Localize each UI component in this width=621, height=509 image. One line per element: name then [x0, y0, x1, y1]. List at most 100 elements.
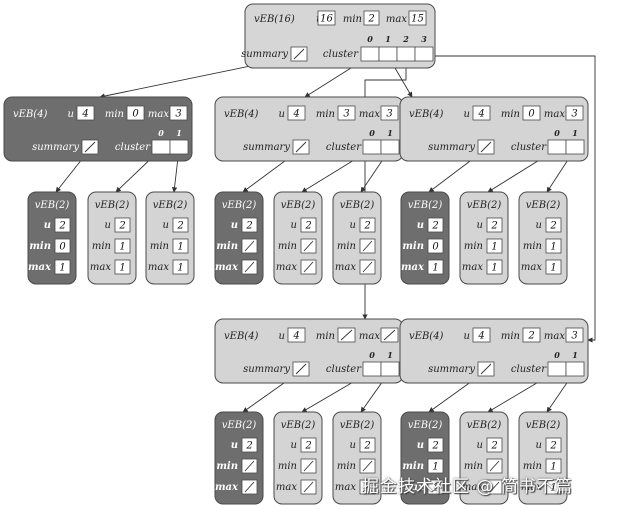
veb4-node-2-max-box — [565, 105, 584, 121]
veb2-node-14-u-value: 2 — [549, 441, 556, 452]
veb2-node-7-title: vEB(2) — [467, 200, 502, 211]
veb2-node-11-min-label: min — [337, 461, 356, 472]
veb4-node-0-cluster-index-1: 1 — [176, 128, 182, 138]
veb4-node-2-cluster-cell-0 — [547, 139, 567, 155]
veb2-node-7-u-label: u — [477, 220, 483, 231]
veb4-node-3-title: vEB(4) — [224, 331, 259, 342]
veb2-node-0-max-value: 1 — [59, 263, 65, 274]
veb2-node-14-max-box — [545, 479, 562, 495]
veb2-node-12-min-label: min — [402, 461, 424, 472]
veb4-node-0-u-label: u — [68, 109, 74, 120]
veb2-node-3-max-nil-slash — [244, 261, 255, 273]
veb4-node-0-summary-label: summary — [32, 142, 79, 153]
veb2-node-1-max-value: 1 — [119, 263, 125, 274]
veb2-node-1-min-box — [114, 238, 131, 254]
veb2-node-9-max-nil-slash — [244, 481, 255, 493]
veb4-node-0-cluster-cell-1 — [169, 139, 189, 155]
veb2-node-1-u-value: 2 — [118, 221, 125, 232]
veb16-root-title: vEB(16) — [254, 14, 295, 25]
veb4-node-4-cluster-label: cluster — [511, 364, 547, 375]
veb4-node-1-min-value: 3 — [343, 109, 349, 120]
veb16-root-summary-nil-slash — [293, 48, 305, 60]
veb4-node-2-max-value: 3 — [571, 109, 577, 120]
veb2-node-13-max-nil-slash — [489, 481, 500, 493]
veb2-node-6-u-label: u — [417, 220, 424, 231]
veb4-node-1-cluster-cell-1 — [380, 139, 400, 155]
veb2-node-1-u-label: u — [105, 220, 111, 231]
veb2-node-10-u-box — [300, 437, 317, 453]
veb2-node-8-min-box — [545, 238, 562, 254]
veb2-node-14-max-label: max — [521, 482, 542, 493]
veb2-node-2-min-box — [172, 238, 189, 254]
veb2-node-3-min-nil-slash — [244, 240, 255, 252]
veb4-node-4-summary-nil-slash — [480, 363, 492, 375]
veb2-node-3-u-value: 2 — [245, 221, 252, 232]
veb2-node-9-min-nil-slash — [244, 460, 255, 472]
veb2-node-6-max-box — [427, 259, 444, 275]
veb2-node-11-u-label: u — [350, 440, 356, 451]
veb2-node-2-title: vEB(2) — [153, 200, 188, 211]
veb4-node-2-min-box — [522, 105, 541, 121]
veb4-node-4-frame — [399, 318, 589, 384]
veb2-node-13-u-value: 2 — [490, 441, 497, 452]
veb2-node-3-u-box — [241, 217, 258, 233]
veb16-root-summary-label: summary — [241, 49, 288, 60]
veb2-node-2-max-label: max — [148, 262, 169, 273]
veb4-node-4-summary-label: summary — [428, 364, 475, 375]
veb4-node-3-max-nil-slash — [383, 329, 396, 341]
veb2-node-8-max-value: 1 — [550, 263, 556, 274]
veb2-node-6-u-box — [427, 217, 444, 233]
veb2-node-14-u-box — [545, 437, 562, 453]
veb2-node-0-max-label: max — [28, 262, 52, 273]
veb4-node-1-max-value: 3 — [386, 109, 392, 120]
veb2-node-2-max-value: 1 — [177, 263, 183, 274]
veb4-node-2-cluster-index-1: 1 — [572, 128, 578, 138]
veb2-node-14-min-box — [545, 458, 562, 474]
veb2-node-2-max-box — [172, 259, 189, 275]
veb4-node-2-min-label: min — [501, 109, 520, 120]
veb4-node-3-u-label: u — [279, 331, 285, 342]
veb4-node-0-cluster-label: cluster — [115, 142, 151, 153]
veb16-root-cluster-cell-1 — [378, 46, 398, 62]
veb2-node-10-u-value: 2 — [304, 441, 311, 452]
veb2-node-10-max-nil-slash — [303, 481, 314, 493]
veb4-node-3-cluster-index-1: 1 — [387, 350, 393, 360]
veb2-node-9-max-label: max — [215, 482, 239, 493]
veb2-node-5-min-nil-slash — [362, 240, 373, 252]
veb4-node-4-cluster-cell-0 — [547, 361, 567, 377]
veb2-node-14-title: vEB(2) — [526, 420, 561, 431]
veb2-node-14-min-label: min — [523, 461, 542, 472]
veb2-node-8-min-value: 1 — [550, 242, 556, 253]
veb16-root-cluster-label: cluster — [323, 49, 359, 60]
veb2-node-0-u-label: u — [44, 220, 51, 231]
veb2-node-6-u-value: 2 — [431, 221, 438, 232]
veb2-node-5-u-value: 2 — [363, 221, 370, 232]
veb2-node-13-min-nil-slash — [489, 460, 500, 472]
veb4-node-4-cluster-index-0: 0 — [554, 350, 560, 360]
veb2-node-7-max-label: max — [462, 262, 483, 273]
veb4-node-2-cluster-label: cluster — [511, 142, 547, 153]
veb4-node-2-summary-label: summary — [428, 142, 475, 153]
veb16-root-u-box — [317, 10, 336, 26]
veb2-node-7-max-value: 1 — [491, 263, 497, 274]
veb2-node-12-max-box — [427, 479, 444, 495]
veb2-node-1-max-label: max — [90, 262, 111, 273]
veb2-node-5-u-box — [359, 217, 376, 233]
veb2-node-8-max-box — [545, 259, 562, 275]
veb4-node-0-cluster-index-0: 0 — [158, 128, 164, 138]
veb4-node-1-max-label: max — [359, 109, 380, 120]
veb16-root-min-label: min — [343, 14, 362, 25]
veb16-root-cluster-index-1: 1 — [385, 34, 391, 44]
veb2-node-6-title: vEB(2) — [408, 200, 443, 211]
veb2-node-4-title: vEB(2) — [281, 200, 316, 211]
veb4-node-4-min-value: 2 — [527, 331, 534, 342]
